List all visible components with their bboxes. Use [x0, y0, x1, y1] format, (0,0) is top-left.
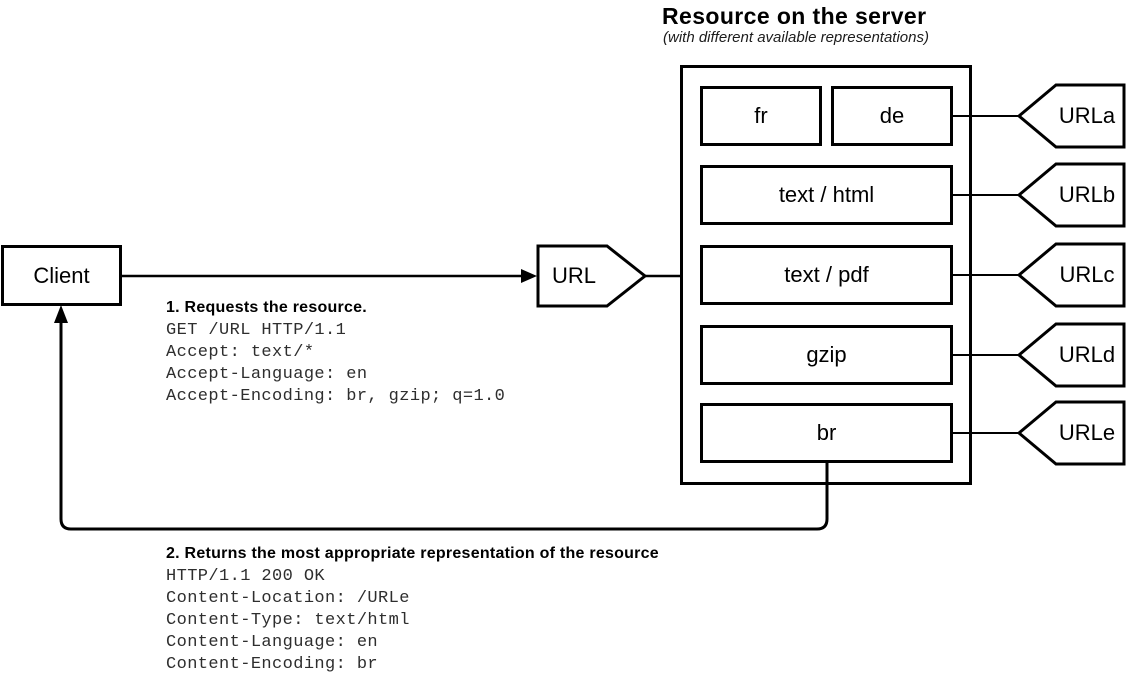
response-line: Content-Language: en: [166, 633, 379, 652]
url-pentagon-shape: [536, 244, 648, 308]
response-arrowhead-icon: [54, 305, 68, 323]
urlb-pentagon-shape: [1016, 162, 1126, 228]
request-step-label: 1. Requests the resource.: [166, 299, 367, 316]
request-line: GET /URL HTTP/1.1: [166, 321, 347, 340]
request-line: Accept: text/*: [166, 343, 315, 362]
representation-box-fr: fr: [700, 86, 822, 146]
response-block: 2. Returns the most appropriate represen…: [166, 542, 659, 676]
representation-box-de: de: [831, 86, 953, 146]
representation-box-text-html: text / html: [700, 165, 953, 225]
urle-pentagon-shape: [1016, 400, 1126, 466]
response-return-line: [59, 318, 829, 531]
response-line: HTTP/1.1 200 OK: [166, 567, 326, 586]
client-label: Client: [33, 262, 90, 288]
server-subtitle: (with different available representation…: [663, 29, 929, 46]
request-line: Accept-Encoding: br, gzip; q=1.0: [166, 387, 506, 406]
representation-box-text-pdf: text / pdf: [700, 245, 953, 305]
response-line: Content-Type: text/html: [166, 611, 410, 630]
request-arrowhead-icon: [521, 269, 537, 283]
server-title: Resource on the server: [662, 3, 927, 29]
request-block: 1. Requests the resource. GET /URL HTTP/…: [166, 296, 505, 408]
urld-pentagon-shape: [1016, 322, 1126, 388]
representation-box-br: br: [700, 403, 953, 463]
request-line: Accept-Language: en: [166, 365, 368, 384]
response-line: Content-Location: /URLe: [166, 589, 410, 608]
representation-box-gzip: gzip: [700, 325, 953, 385]
urlc-pentagon-shape: [1016, 242, 1126, 308]
response-step-label: 2. Returns the most appropriate represen…: [166, 545, 659, 562]
server-box: [680, 65, 972, 485]
response-line: Content-Encoding: br: [166, 655, 379, 674]
urla-pentagon-shape: [1016, 83, 1126, 149]
client-box: Client: [1, 245, 122, 306]
